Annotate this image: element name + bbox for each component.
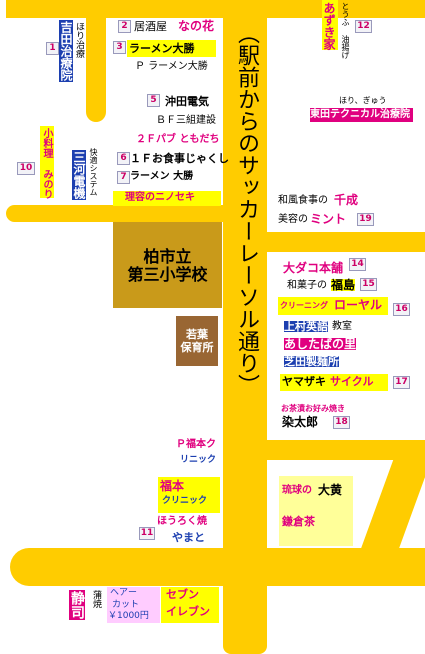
label-wagashi: 和菓子の bbox=[287, 280, 327, 291]
label-ramen-taisho: ラーメン大勝 bbox=[129, 42, 195, 55]
number-badge-7: 7 bbox=[117, 171, 130, 184]
label-minori: 小料理 みのり bbox=[41, 128, 52, 199]
label-hori-small: ほり治療 bbox=[74, 22, 84, 58]
label-kabayaki: 蒲焼 bbox=[91, 590, 101, 608]
label-jakushi: １Ｆお食事じゃくし bbox=[130, 152, 229, 165]
road-label: （駅前からのサッカーレーソル通り） bbox=[234, 22, 259, 396]
label-azukiya: あずき家 bbox=[322, 2, 336, 50]
road-top-horizontal bbox=[6, 0, 425, 18]
road-right-horizontal-1 bbox=[266, 232, 425, 252]
label-p-fukumoto: Ｐ福本ク bbox=[176, 439, 216, 450]
road-right-horizontal-2 bbox=[266, 440, 425, 460]
label-fukumoto-clinic: クリニック bbox=[162, 496, 208, 506]
number-badge-3: 3 bbox=[113, 41, 126, 54]
number-badge-11: 11 bbox=[139, 527, 155, 540]
label-sennari: 千成 bbox=[334, 193, 359, 207]
nursery-label: 若葉 保育所 bbox=[180, 328, 214, 354]
label-hair: ヘアー bbox=[110, 588, 138, 598]
label-sankumi: ＢＦ三組建設 bbox=[156, 115, 216, 126]
label-p-ramen: Ｐ ラーメン大勝 bbox=[135, 61, 208, 72]
label-fukushima: 福島 bbox=[331, 278, 356, 292]
label-pub: ２Ｆパブ ともだち bbox=[136, 134, 220, 145]
label-seven: セブン bbox=[166, 588, 199, 601]
label-kyoshitsu: 教室 bbox=[332, 321, 352, 332]
ryukyu-highlight bbox=[279, 476, 353, 546]
number-badge-6: 6 bbox=[117, 152, 130, 165]
label-cut: カット bbox=[112, 600, 140, 610]
nursery-block bbox=[176, 316, 218, 366]
label-odako: 大ダコ本舗 bbox=[283, 261, 344, 275]
label-wafu: 和風食事の bbox=[278, 195, 328, 206]
number-badge-2: 2 bbox=[118, 20, 131, 33]
label-kamakura: 鎌倉茶 bbox=[282, 515, 315, 528]
label-price: ￥1000円 bbox=[108, 611, 149, 621]
label-higashida: 東田テクニカル治療院 bbox=[310, 108, 413, 122]
label-eleven: イレブン bbox=[166, 605, 210, 618]
label-mint: ミント bbox=[310, 212, 347, 226]
label-tofu: とうふ 油揚げ bbox=[341, 2, 350, 59]
number-badge-17: 17 bbox=[393, 376, 410, 389]
label-kaiteki: 快適システム bbox=[89, 148, 98, 196]
seven-highlight bbox=[161, 587, 219, 623]
school-label: 柏市立 第三小学校 bbox=[127, 247, 208, 284]
road-main-vertical bbox=[223, 0, 267, 654]
label-yamato: やまと bbox=[172, 531, 205, 544]
number-badge-10: 10 bbox=[17, 162, 35, 175]
road-left-vertical bbox=[86, 0, 106, 122]
label-cleaning: クリーニング bbox=[280, 301, 328, 310]
minori-highlight bbox=[40, 126, 54, 198]
label-sometaro: 染太郎 bbox=[282, 415, 319, 429]
label-okita: 沖田電気 bbox=[165, 95, 209, 108]
haircut-highlight bbox=[107, 587, 160, 623]
number-badge-16: 16 bbox=[393, 303, 410, 316]
label-p-fukumoto-2: リニック bbox=[180, 455, 217, 465]
label-ramen-7: ラーメン 大勝 bbox=[130, 171, 194, 182]
label-ryukyu: 琉球の bbox=[282, 485, 312, 496]
label-yoshida: 吉田治療院 bbox=[59, 20, 73, 82]
number-badge-12: 12 bbox=[355, 20, 372, 33]
label-ochazuke: お茶漬お好み焼き bbox=[281, 404, 345, 413]
number-badge-18: 18 bbox=[333, 416, 350, 429]
number-badge-5: 5 bbox=[147, 94, 160, 107]
number-badge-14: 14 bbox=[349, 258, 366, 271]
label-horoku: ほうろく焼 bbox=[157, 516, 207, 527]
road-bottom-horizontal bbox=[10, 548, 425, 586]
label-cycle: サイクル bbox=[330, 375, 374, 388]
school-block bbox=[113, 222, 222, 308]
label-ashitaba: あしたばの里 bbox=[284, 337, 357, 351]
azukiya-highlight bbox=[322, 0, 338, 50]
label-izakaya: 居酒屋 bbox=[134, 20, 167, 33]
label-mikawa: 三河電機 bbox=[72, 150, 86, 200]
label-fukumoto: 福本 bbox=[160, 479, 185, 493]
ramen-highlight bbox=[127, 40, 216, 57]
road-left-horizontal bbox=[6, 205, 224, 222]
number-badge-19: 19 bbox=[357, 213, 374, 226]
label-shibata: 芝田製麺所 bbox=[284, 355, 339, 368]
label-ninoseki: 理容のニノセキ bbox=[125, 192, 195, 203]
label-hori-gyu: ほり、ぎゅう bbox=[339, 96, 387, 105]
yamazaki-highlight bbox=[280, 374, 388, 391]
number-badge-1: 1 bbox=[46, 42, 59, 55]
fukumoto-highlight bbox=[158, 477, 220, 513]
label-kamimura: 上村英語 bbox=[284, 320, 328, 333]
label-shizuka: 静司 bbox=[69, 590, 85, 620]
label-royal: ローヤル bbox=[334, 298, 383, 312]
royal-highlight bbox=[278, 297, 388, 315]
ninoseki-highlight bbox=[113, 191, 221, 206]
label-daiko: 大黄 bbox=[318, 483, 343, 497]
label-biyo: 美容の bbox=[278, 214, 308, 225]
label-nanohana: なの花 bbox=[178, 19, 215, 33]
number-badge-15: 15 bbox=[360, 278, 377, 291]
label-yamazaki: ヤマザキ bbox=[282, 375, 326, 388]
